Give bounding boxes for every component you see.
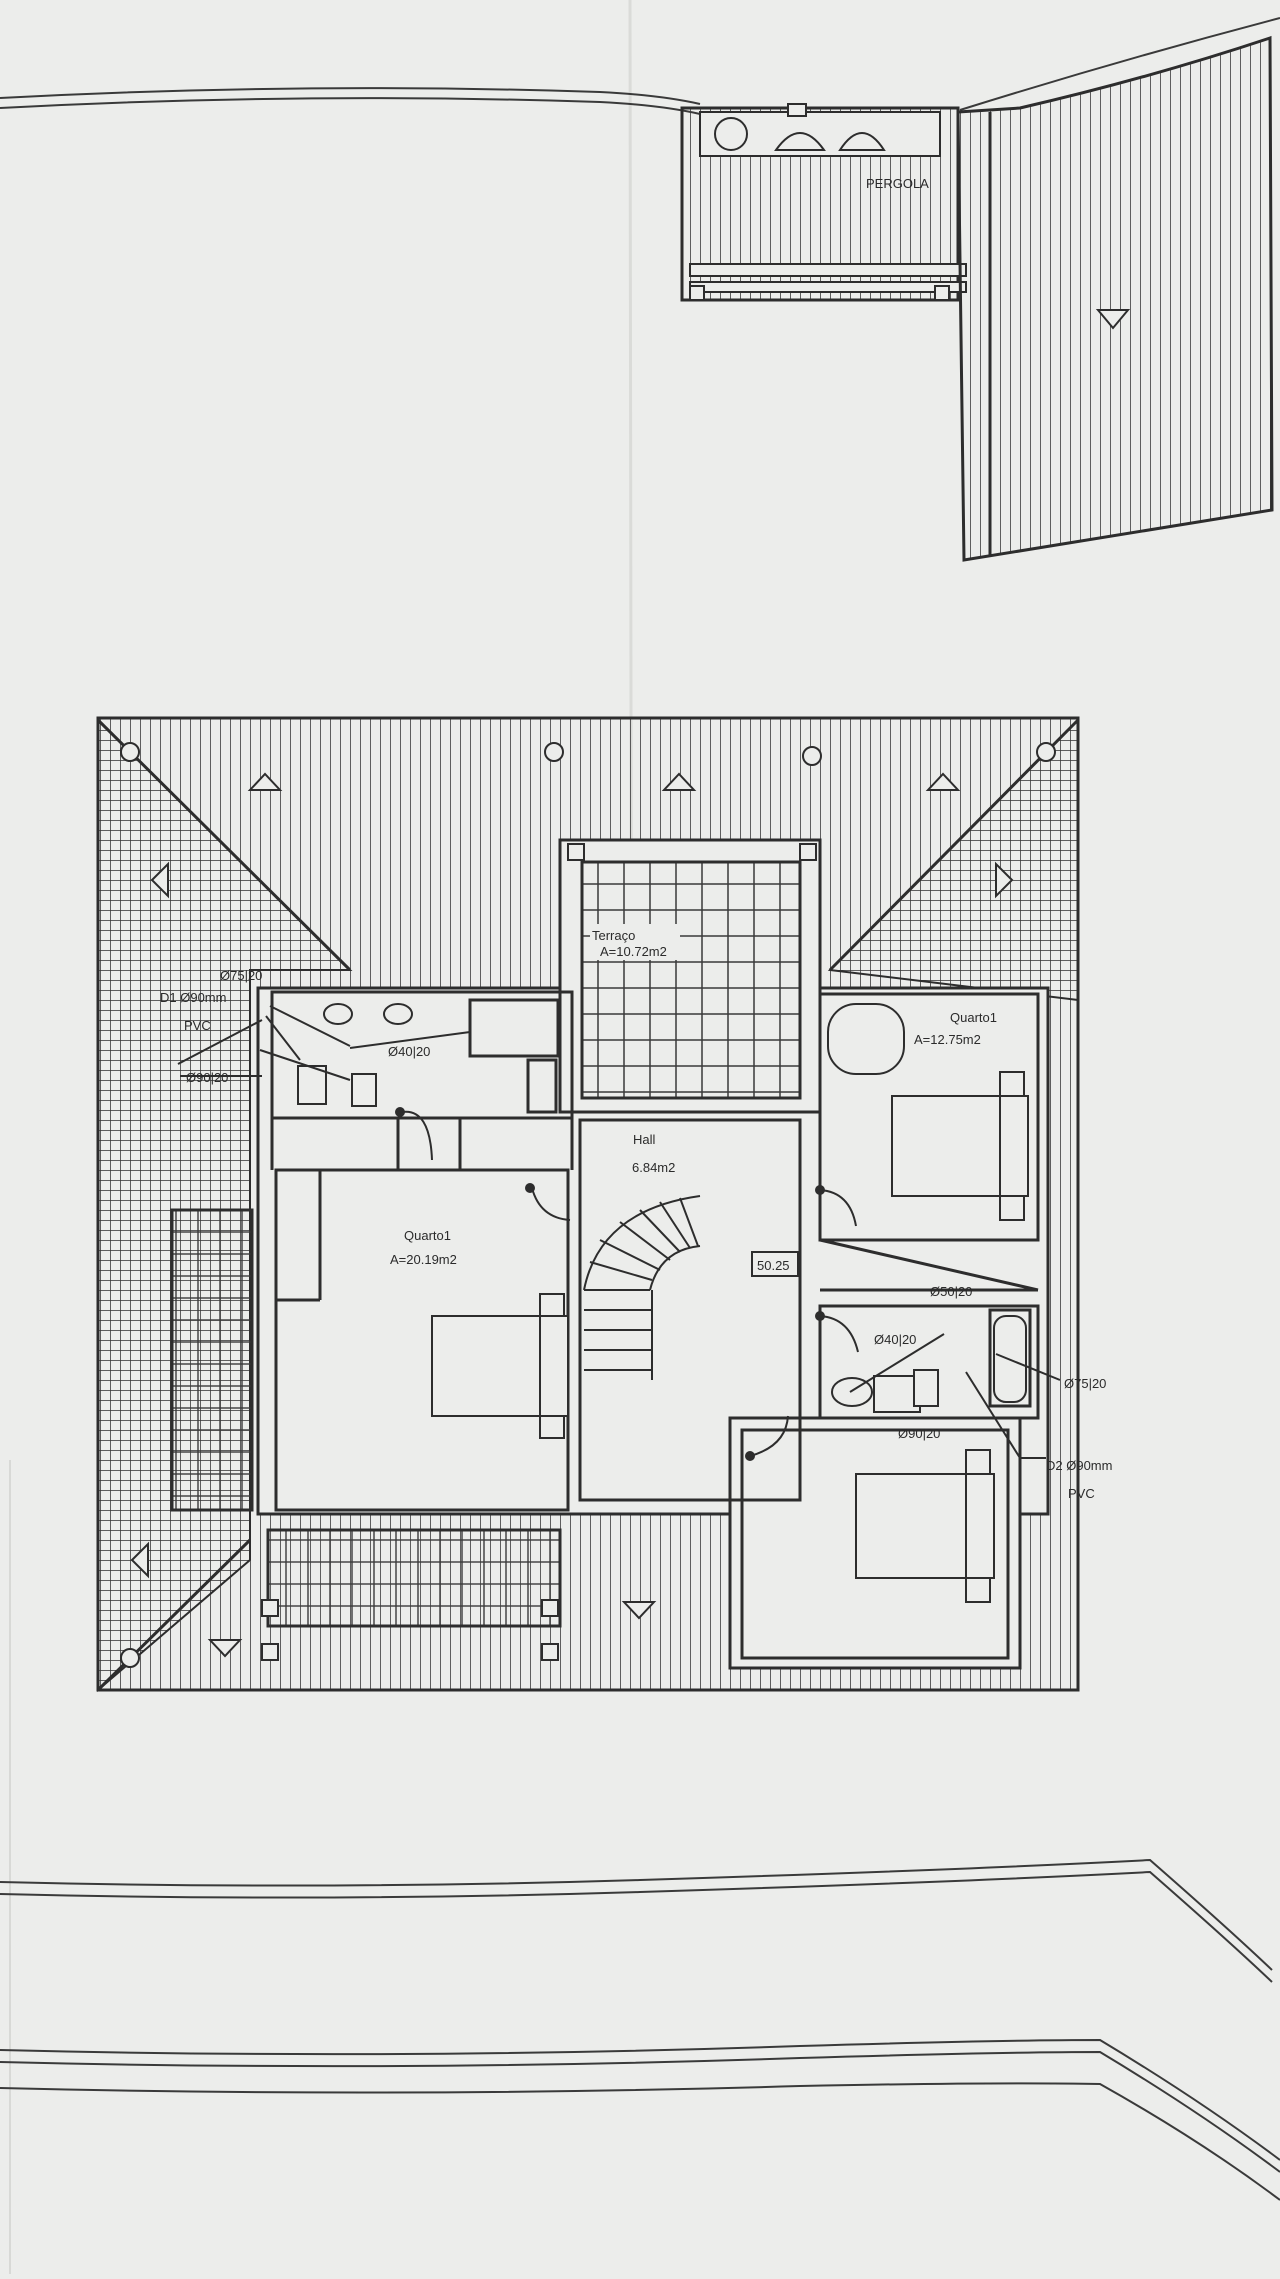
terrace: Terraço A=10.72m2 — [567, 843, 817, 1100]
bathroom-fixtures — [297, 1003, 1027, 1413]
bedroom-left-name: Quarto1 — [404, 1228, 451, 1243]
pipe-labels: Ø75|20 D1 Ø90mm PVC Ø40|20 Ø90|20 Ø50|20… — [160, 968, 1112, 1501]
hall-area: 6.84m2 — [632, 1160, 675, 1175]
pipe-label-d1-line2: PVC — [184, 1018, 211, 1033]
pipe-label-d2-line1: D2 Ø90mm — [1046, 1458, 1112, 1473]
room-labels: Hall 6.84m2 Quarto1 A=12.75m2 Quarto1 A=… — [390, 1010, 997, 1267]
pipe-label-75-right: Ø75|20 — [1064, 1376, 1106, 1391]
pipe-label-75-top: Ø75|20 — [220, 968, 262, 983]
hall-name: Hall — [633, 1132, 656, 1147]
roof-slope-arrow-icon — [247, 772, 283, 791]
left-balcony — [170, 1208, 254, 1512]
pipe-label-50: Ø50|20 — [930, 1284, 972, 1299]
roof-slope-arrow-icon — [207, 1639, 243, 1658]
spiral-stair — [583, 1195, 701, 1380]
terrace-area: A=10.72m2 — [600, 944, 667, 959]
roof-slope-arrow-icon — [661, 772, 697, 791]
pipe-label-d2-line2: PVC — [1068, 1486, 1095, 1501]
pipe-label-d1-line1: D1 Ø90mm — [160, 990, 226, 1005]
pergola-label: PERGOLA — [866, 176, 929, 191]
pipe-label-40-mid: Ø40|20 — [874, 1332, 916, 1347]
terrace-name: Terraço — [592, 928, 635, 943]
plot-boundary-bottom — [0, 1858, 1280, 2201]
doors — [395, 1107, 859, 1461]
bedroom-right-name: Quarto1 — [950, 1010, 997, 1025]
pipe-label-40-top: Ø40|20 — [388, 1044, 430, 1059]
bottom-balcony — [266, 1528, 562, 1628]
roof-slope-arrow-icon — [130, 1541, 149, 1579]
pipe-label-90-left: Ø90|20 — [186, 1070, 228, 1085]
beds — [431, 1071, 1029, 1603]
pergola: PERGOLA — [680, 103, 967, 302]
roof-wing-top-right — [956, 35, 1274, 562]
drainage-lines — [177, 1005, 1061, 1459]
roof-slope-arrow-icon — [150, 861, 169, 899]
roof-slope-arrow-icon — [995, 861, 1014, 899]
bedroom-left-area: A=20.19m2 — [390, 1252, 457, 1267]
pipe-label-90-right: Ø90|20 — [898, 1426, 940, 1441]
plot-boundary-top — [0, 17, 1280, 115]
roof-slope-arrow-icon — [1095, 309, 1131, 330]
stair-label: 50.25 — [757, 1258, 790, 1273]
roof-slope-arrow-icon — [925, 772, 961, 791]
roof-slope-arrow-icon — [621, 1601, 657, 1620]
bedroom-right-area: A=12.75m2 — [914, 1032, 981, 1047]
